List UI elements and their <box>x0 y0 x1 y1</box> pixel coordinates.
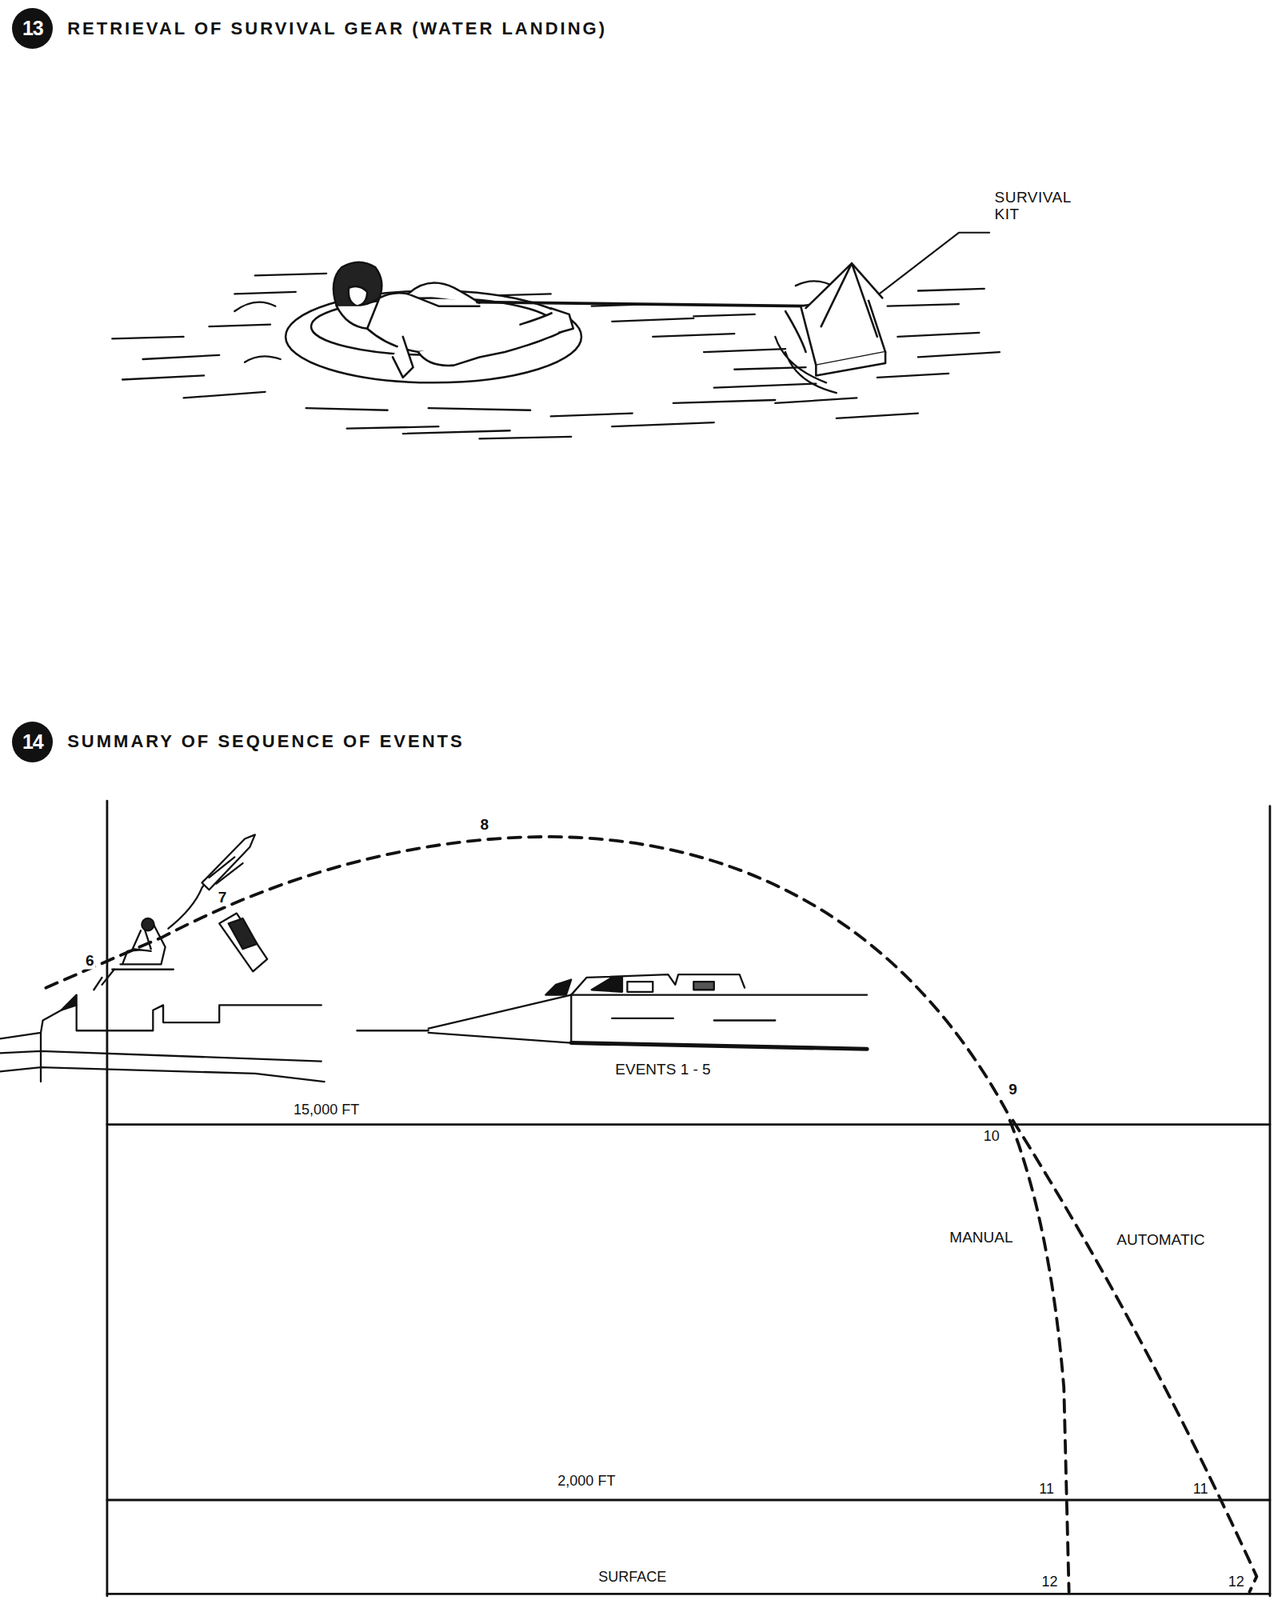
section-title: SUMMARY OF SEQUENCE OF EVENTS <box>67 731 465 751</box>
section-number: 13 <box>11 7 53 49</box>
callout-number: 12 <box>1039 1573 1059 1590</box>
drogue-chute <box>202 834 256 890</box>
event-label: EVENTS 1 - 5 <box>613 1060 712 1078</box>
altitude-label: 15,000 FT <box>291 1102 361 1119</box>
jettisoned-canopy <box>219 913 268 972</box>
callout-number: 7 <box>216 889 229 907</box>
part-label: SURVIVAL KIT <box>994 189 1072 224</box>
section-number-text: 13 <box>22 16 44 40</box>
ejection-seat <box>93 877 209 990</box>
callout-number: 10 <box>982 1128 1002 1145</box>
altitude-label: 2,000 FT <box>555 1473 617 1490</box>
callout-number: 11 <box>1037 1481 1056 1498</box>
survival-kit-drawing <box>785 263 886 376</box>
chart-frame <box>107 800 1271 1596</box>
mode-label: MANUAL <box>947 1229 1015 1247</box>
surface-label: SURFACE <box>596 1569 668 1586</box>
ejecting-aircraft <box>0 994 325 1082</box>
callout-number: 9 <box>1006 1081 1019 1099</box>
tether-line <box>477 302 807 307</box>
section-number-text: 14 <box>22 730 44 754</box>
life-raft <box>285 291 582 384</box>
section-title: RETRIEVAL OF SURVIVAL GEAR (WATER LANDIN… <box>67 19 608 39</box>
mode-label: AUTOMATIC <box>1114 1230 1207 1248</box>
pilot-figure <box>333 262 574 378</box>
callout-number: 11 <box>1191 1481 1211 1498</box>
trajectory <box>45 836 1257 1592</box>
section-number: 14 <box>11 721 53 763</box>
callout-number: 12 <box>1226 1573 1247 1590</box>
callout-number: 6 <box>83 952 96 970</box>
callout-number: 8 <box>479 815 492 833</box>
leader-line <box>878 232 990 295</box>
aircraft-events-1-5 <box>356 974 867 1049</box>
